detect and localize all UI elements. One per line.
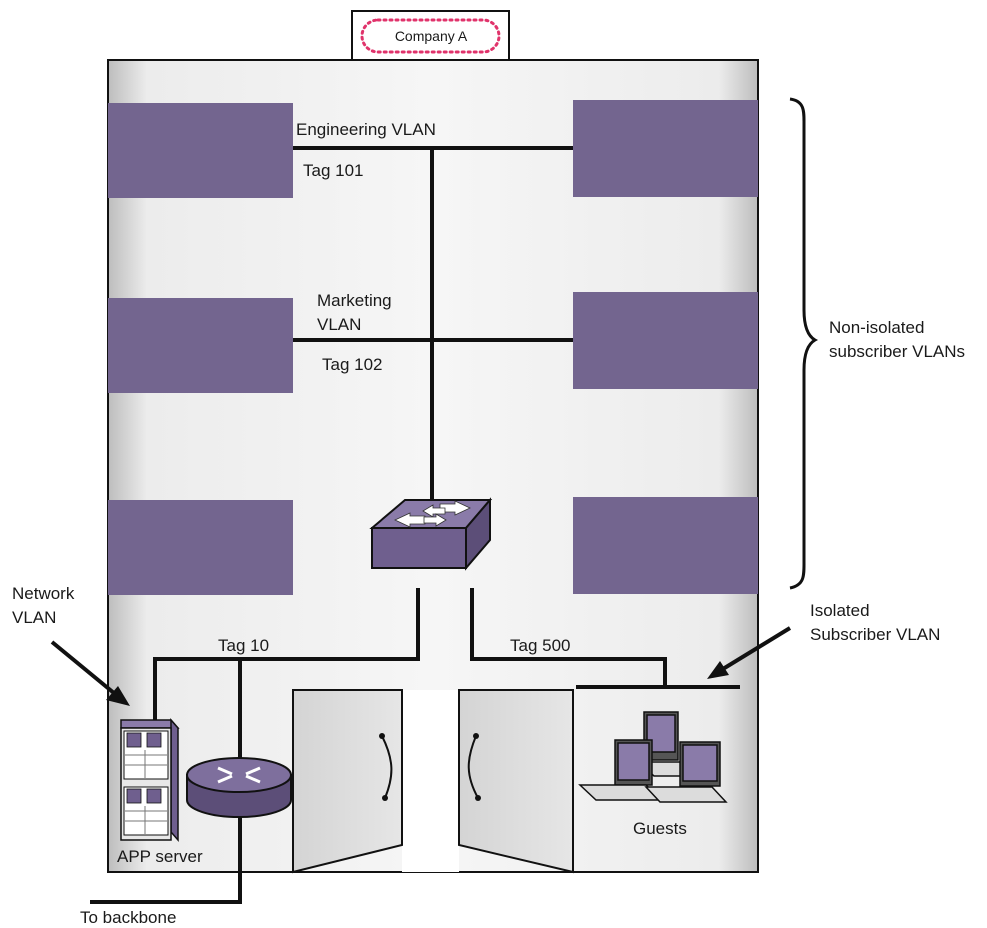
isolated-vlan-arrow: [716, 626, 792, 674]
marketing-vlan-label-line1: Marketing: [317, 291, 392, 310]
network-vlan-label-line1: Network: [12, 584, 75, 603]
right-door-handle: [467, 735, 479, 799]
office-right-bottom: [573, 497, 758, 594]
office-left-top: [108, 103, 293, 198]
engineering-vlan-label: Engineering VLAN: [296, 120, 436, 139]
left-door: [292, 689, 403, 874]
company-sign: Company A: [351, 10, 510, 62]
backbone-line: [90, 659, 242, 904]
isolated-vlan-line: [470, 588, 667, 688]
office-right-top: [573, 100, 758, 197]
left-door-handle: [381, 735, 393, 799]
office-left-middle: [108, 298, 293, 393]
to-backbone-label: To backbone: [80, 908, 176, 927]
marketing-vlan-label-line2: VLAN: [317, 315, 361, 334]
right-door: [458, 689, 574, 874]
doorway: [292, 689, 574, 874]
non-isolated-brace: [789, 97, 819, 590]
network-vlan-label-line2: VLAN: [12, 608, 56, 627]
non-isolated-label-line1: Non-isolated: [829, 318, 924, 337]
app-server-icon: [120, 718, 180, 842]
isolated-label-line2: Subscriber VLAN: [810, 625, 940, 644]
router-icon: [186, 757, 292, 818]
office-left-bottom: [108, 500, 293, 595]
marketing-tag-label: Tag 102: [322, 355, 383, 374]
non-isolated-label-line2: subscriber VLANs: [829, 342, 965, 361]
network-vlan-arrow: [50, 640, 122, 700]
company-label: Company A: [395, 28, 468, 44]
office-right-middle: [573, 292, 758, 389]
isolated-label-line1: Isolated: [810, 601, 870, 620]
laptop-icon: [644, 741, 728, 803]
tag-10-label: Tag 10: [218, 636, 269, 655]
sign-dotted-border: [360, 18, 501, 54]
guests-label: Guests: [633, 819, 687, 838]
engineering-tag-label: Tag 101: [303, 161, 364, 180]
tag-500-label: Tag 500: [510, 636, 571, 655]
switch-icon: [369, 497, 493, 571]
app-server-label: APP server: [117, 847, 203, 866]
network-vlan-line: [153, 588, 420, 720]
